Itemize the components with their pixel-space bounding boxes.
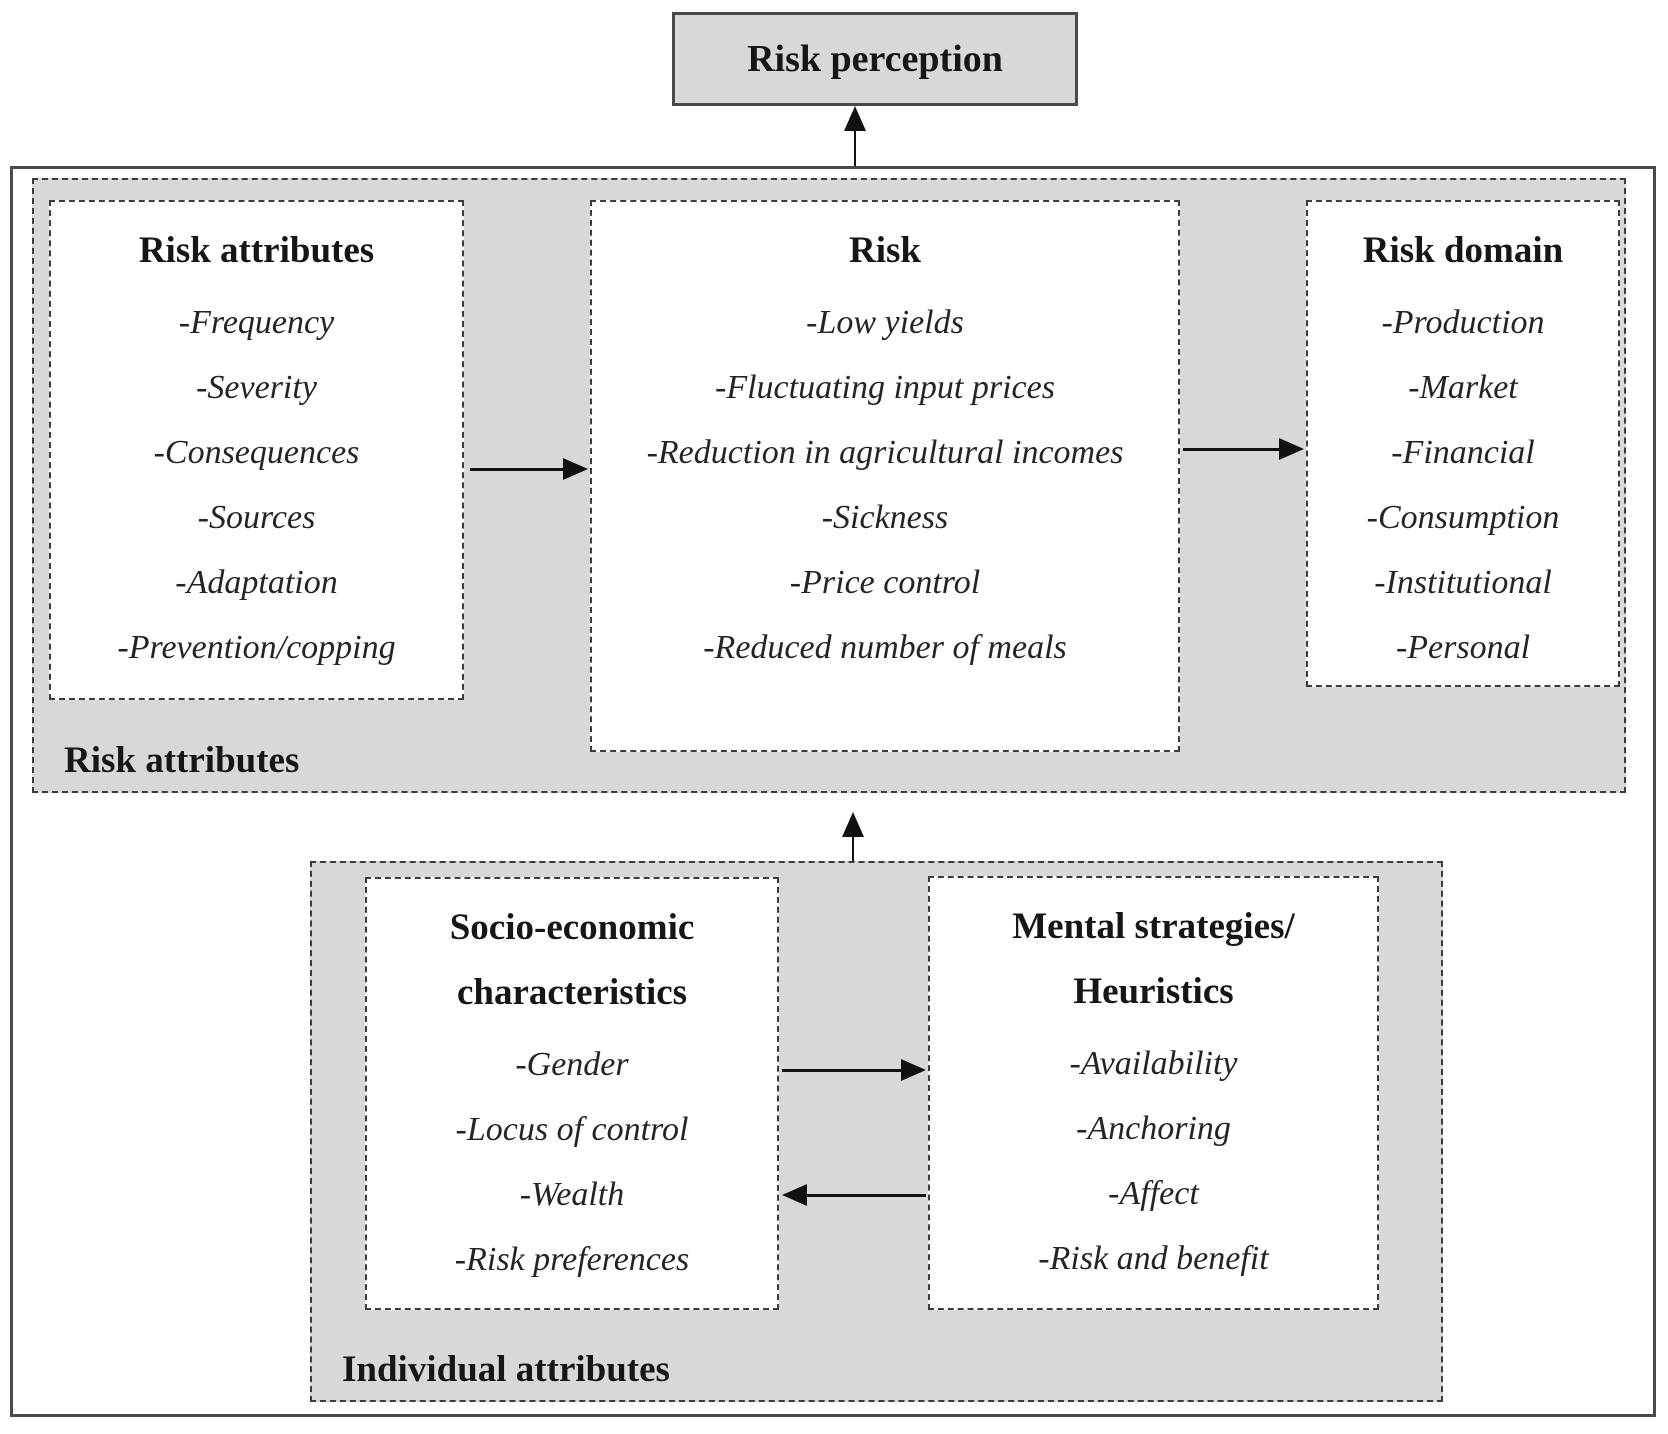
- list-item: -Frequency: [178, 304, 335, 341]
- arrow-risk-attributes-to-risk: [470, 458, 588, 480]
- socio-economic-box: Socio-economic characteristics -Gender -…: [365, 877, 779, 1310]
- box-title: Risk attributes: [138, 230, 375, 271]
- arrowhead-right-icon: [563, 458, 588, 480]
- list-item: -Risk and benefit: [1038, 1240, 1269, 1277]
- list-item: -Wealth: [519, 1176, 625, 1213]
- individual-attributes-region-label: Individual attributes: [342, 1349, 670, 1390]
- list-item: -Production: [1381, 304, 1545, 341]
- list-item: -Low yields: [806, 304, 964, 341]
- list-item: -Fluctuating input prices: [715, 369, 1055, 406]
- list-item: -Market: [1408, 369, 1518, 406]
- list-item: -Anchoring: [1076, 1110, 1231, 1147]
- box-title: Risk: [849, 230, 921, 271]
- list-item: -Reduction in agricultural incomes: [646, 434, 1124, 471]
- list-item: -Risk preferences: [454, 1241, 690, 1278]
- risk-attributes-region-label: Risk attributes: [64, 740, 300, 781]
- box-item-list: -Low yields -Fluctuating input prices -R…: [645, 290, 1125, 680]
- arrowhead-up-icon: [842, 812, 864, 837]
- box-title: Mental strategies/ Heuristics: [1012, 906, 1295, 1012]
- box-title: Risk domain: [1362, 230, 1564, 271]
- arrowhead-up-icon: [844, 106, 866, 131]
- arrowhead-right-icon: [901, 1059, 926, 1081]
- arrow-risk-to-risk-domain: [1183, 438, 1304, 460]
- individual-attributes-region: Socio-economic characteristics -Gender -…: [310, 861, 1443, 1402]
- risk-attributes-region: Risk attributes -Frequency -Severity -Co…: [32, 178, 1626, 793]
- list-item: -Consumption: [1366, 499, 1560, 536]
- list-item: -Financial: [1391, 434, 1535, 471]
- arrow-individual-to-risk-attributes: [842, 812, 864, 861]
- arrow-mental-strategies-to-socio-economic: [782, 1184, 926, 1206]
- risk-box: Risk -Low yields -Fluctuating input pric…: [590, 200, 1180, 752]
- risk-perception-box: Risk perception: [672, 12, 1078, 106]
- risk-perception-label: Risk perception: [747, 38, 1003, 80]
- box-item-list: -Gender -Locus of control -Wealth -Risk …: [455, 1032, 689, 1292]
- arrowhead-left-icon: [782, 1184, 807, 1206]
- risk-attributes-box: Risk attributes -Frequency -Severity -Co…: [49, 200, 464, 700]
- arrow-risk-to-risk-perception: [844, 106, 866, 166]
- list-item: -Availability: [1069, 1045, 1238, 1082]
- arrow-line: [1183, 448, 1281, 451]
- arrow-socio-economic-to-mental-strategies: [782, 1059, 926, 1081]
- risk-domain-box: Risk domain -Production -Market -Financi…: [1306, 200, 1620, 687]
- list-item: -Institutional: [1374, 564, 1552, 601]
- list-item: -Consequences: [153, 434, 360, 471]
- list-item: -Adaptation: [175, 564, 338, 601]
- mental-strategies-box: Mental strategies/ Heuristics -Availabil…: [928, 876, 1379, 1310]
- list-item: -Sources: [197, 499, 316, 536]
- arrow-line: [854, 129, 856, 166]
- box-item-list: -Frequency -Severity -Consequences -Sour…: [117, 290, 395, 680]
- list-item: -Personal: [1395, 629, 1531, 666]
- arrow-line: [852, 835, 854, 861]
- list-item: -Affect: [1108, 1175, 1199, 1212]
- list-item: -Locus of control: [455, 1111, 689, 1148]
- arrow-line: [470, 468, 565, 471]
- list-item: -Reduced number of meals: [703, 629, 1067, 666]
- box-item-list: -Availability -Anchoring -Affect -Risk a…: [1038, 1031, 1268, 1291]
- list-item: -Price control: [789, 564, 981, 601]
- list-item: -Sickness: [821, 499, 949, 536]
- arrowhead-right-icon: [1279, 438, 1304, 460]
- box-item-list: -Production -Market -Financial -Consumpt…: [1367, 290, 1560, 680]
- list-item: -Prevention/copping: [117, 629, 396, 666]
- arrow-line: [782, 1069, 903, 1072]
- list-item: -Gender: [515, 1046, 629, 1083]
- arrow-line: [805, 1194, 926, 1197]
- box-title: Socio-economic characteristics: [449, 907, 695, 1013]
- list-item: -Severity: [196, 369, 317, 406]
